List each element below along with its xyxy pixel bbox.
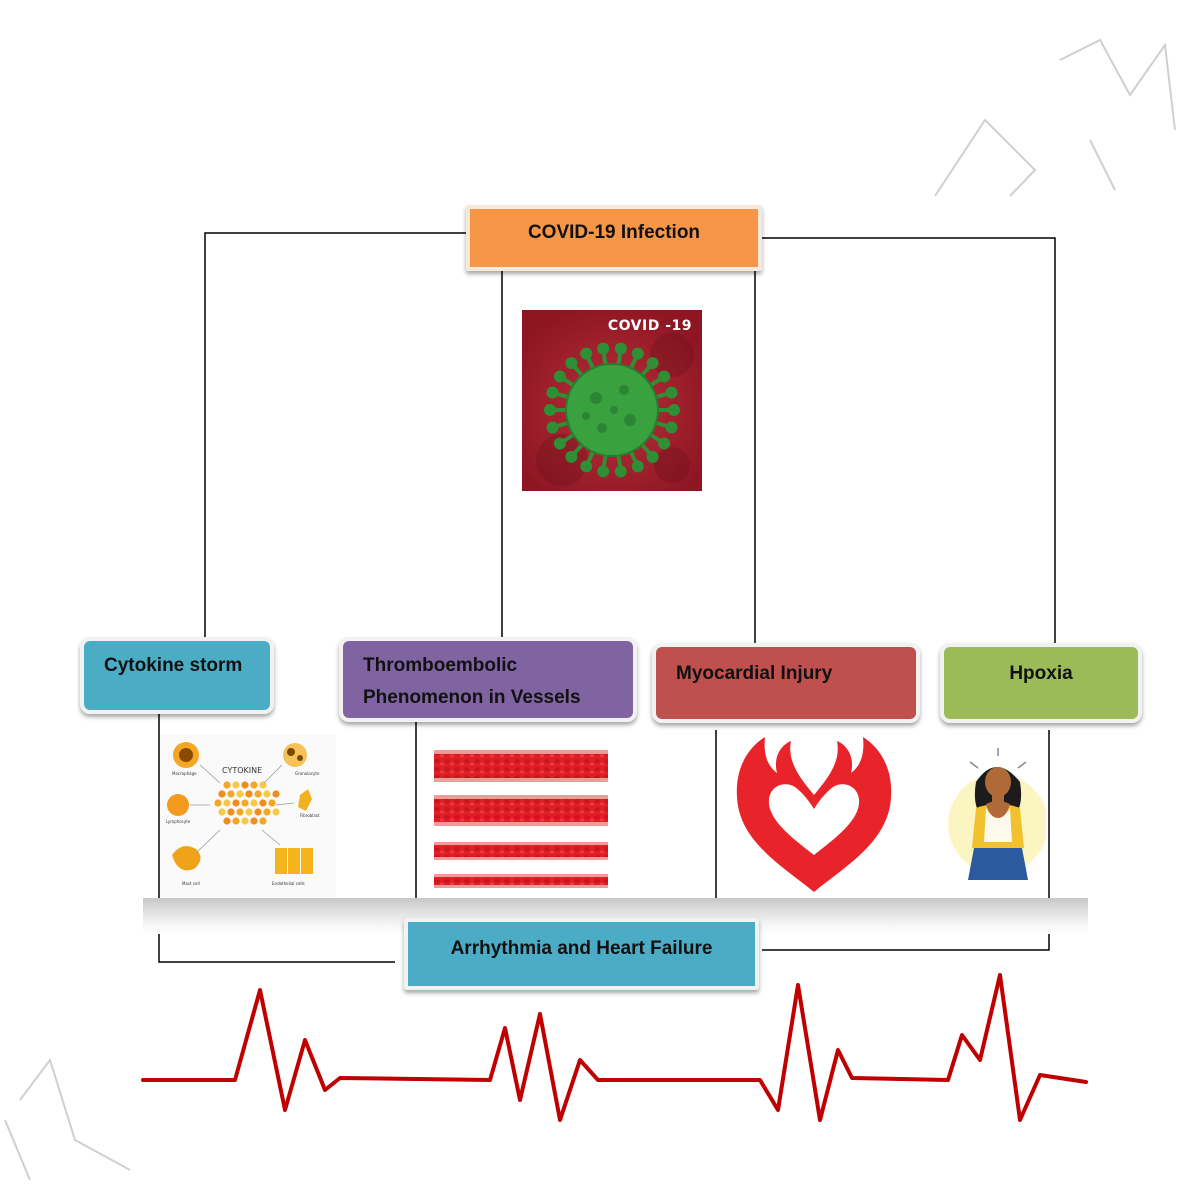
node-outcome-label: Arrhythmia and Heart Failure	[450, 938, 713, 959]
node-covid-infection-label: COVID-19 Infection	[527, 222, 701, 243]
connector-cytokine-outcome	[158, 714, 395, 963]
connector-infection-cytokine	[204, 232, 470, 637]
node-cytokine-label: Cytokine storm	[104, 655, 243, 676]
flaming-heart-icon	[736, 737, 892, 892]
coronavirus-icon	[536, 333, 694, 486]
node-covid-infection: COVID-19 Infection	[466, 205, 762, 271]
node-myocardial-label: Myocardial Injury	[676, 663, 833, 684]
node-myocardial-injury: Myocardial Injury	[652, 643, 920, 723]
node-hypoxia-label: Hpoxia	[1009, 663, 1073, 684]
cytokine-center-label: CYTOKINE	[222, 766, 263, 775]
node-cytokine-storm: Cytokine storm	[80, 637, 274, 714]
cell-label-macrophage: Macrophage	[172, 771, 197, 776]
cytokine-image: CYTOKINE Macrophage Granulocyte Lymphocy…	[160, 735, 336, 897]
connector-hypoxia-outcome	[762, 730, 1050, 951]
cell-label-lymphocyte: Lymphocyte	[166, 819, 191, 824]
cell-label-fibroblast: Fibroblast	[300, 813, 320, 818]
cell-label-granulocyte: Granulocyte	[295, 771, 320, 776]
cell-label-endothelial: Endothelial cells	[272, 881, 305, 886]
cell-label-mast-cell: Mast cell	[182, 881, 200, 886]
connector-infection-hypoxia	[762, 237, 1056, 643]
cytokine-cells-icon	[167, 742, 313, 874]
node-thrombo-line2: Phenomenon in Vessels	[363, 687, 581, 708]
node-thromboembolic: Thromboembolic Phenomenon in Vessels	[339, 637, 637, 722]
node-arrhythmia-heart-failure: Arrhythmia and Heart Failure	[404, 918, 759, 990]
node-thrombo-line1: Thromboembolic	[363, 655, 518, 676]
virus-image: COVID -19	[522, 310, 702, 491]
virus-caption: COVID -19	[607, 318, 692, 334]
node-hypoxia: Hpoxia	[940, 643, 1142, 723]
breathless-person-icon	[948, 748, 1046, 880]
blood-vessels-icon	[434, 750, 608, 888]
